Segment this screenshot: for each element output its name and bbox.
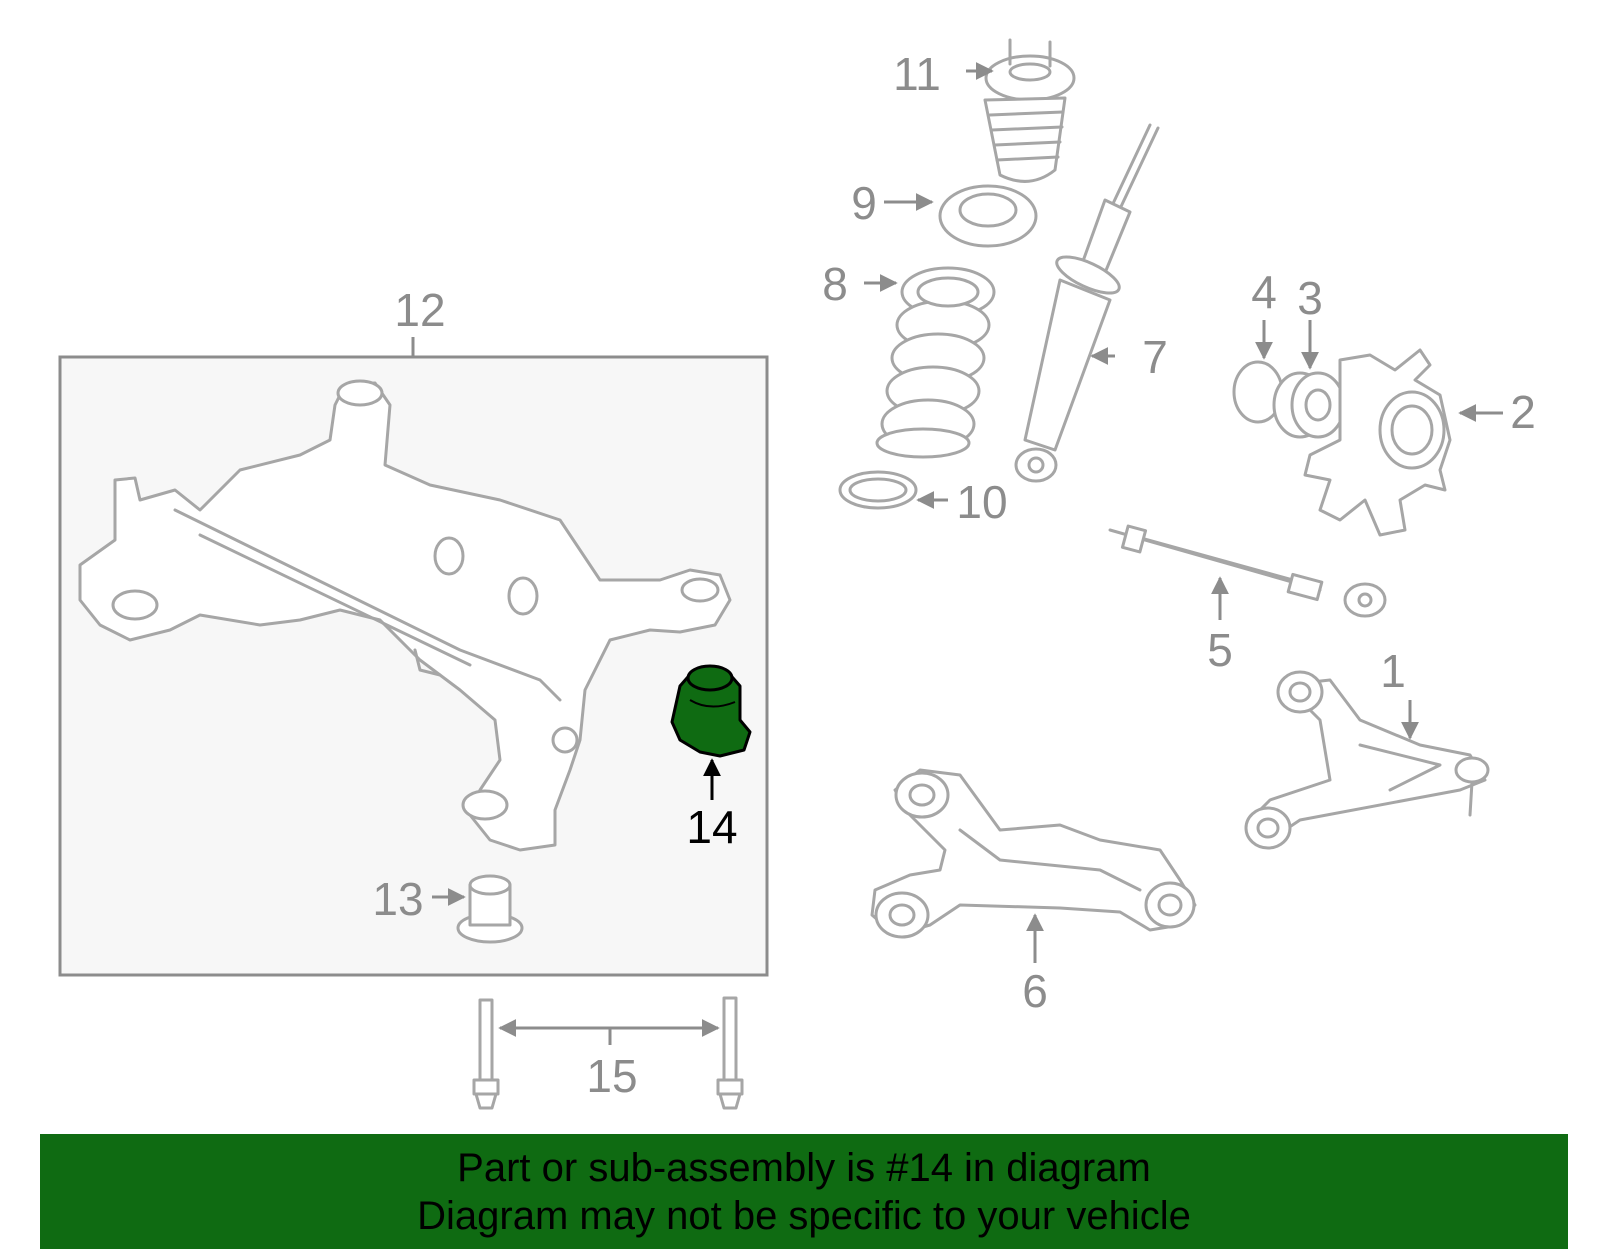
coil-spring[interactable]	[864, 266, 996, 459]
callout-5[interactable]: 5	[1207, 624, 1233, 676]
subframe-group-box	[58, 337, 769, 977]
callout-14[interactable]: 14	[686, 801, 737, 853]
highlighted-bushing-14[interactable]	[670, 664, 752, 800]
upper-control-arm[interactable]	[1244, 670, 1490, 850]
callout-3[interactable]: 3	[1297, 272, 1323, 324]
upper-spring-seat[interactable]	[884, 184, 1038, 248]
strut-mount[interactable]	[966, 38, 1076, 183]
rear-subframe[interactable]	[78, 379, 732, 852]
lower-spring-seat[interactable]	[838, 470, 948, 510]
lateral-link[interactable]	[1108, 524, 1387, 620]
lower-control-arm[interactable]	[870, 768, 1197, 963]
banner-line-2: Diagram may not be specific to your vehi…	[417, 1194, 1191, 1238]
wheel-bearing[interactable]	[1272, 320, 1346, 439]
steering-knuckle[interactable]	[1303, 348, 1503, 537]
subframe-bolts[interactable]	[472, 996, 744, 1110]
callout-8[interactable]: 8	[822, 258, 848, 310]
banner-line-1: Part or sub-assembly is #14 in diagram	[457, 1146, 1151, 1190]
callout-1[interactable]: 1	[1380, 645, 1406, 697]
subframe-bushing[interactable]	[432, 874, 524, 944]
callout-7[interactable]: 7	[1142, 331, 1168, 383]
callout-4[interactable]: 4	[1251, 266, 1277, 318]
callout-6[interactable]: 6	[1022, 965, 1048, 1017]
callout-13[interactable]: 13	[372, 873, 423, 925]
shock-absorber[interactable]	[1014, 123, 1160, 483]
callout-12[interactable]: 12	[394, 284, 445, 336]
callout-11[interactable]: 11	[893, 48, 941, 100]
info-banner: Part or sub-assembly is #14 in diagram D…	[40, 1134, 1568, 1249]
callout-15[interactable]: 15	[586, 1050, 637, 1102]
callout-2[interactable]: 2	[1510, 386, 1536, 438]
callout-9[interactable]: 9	[851, 177, 877, 229]
callout-10[interactable]: 10	[956, 476, 1007, 528]
